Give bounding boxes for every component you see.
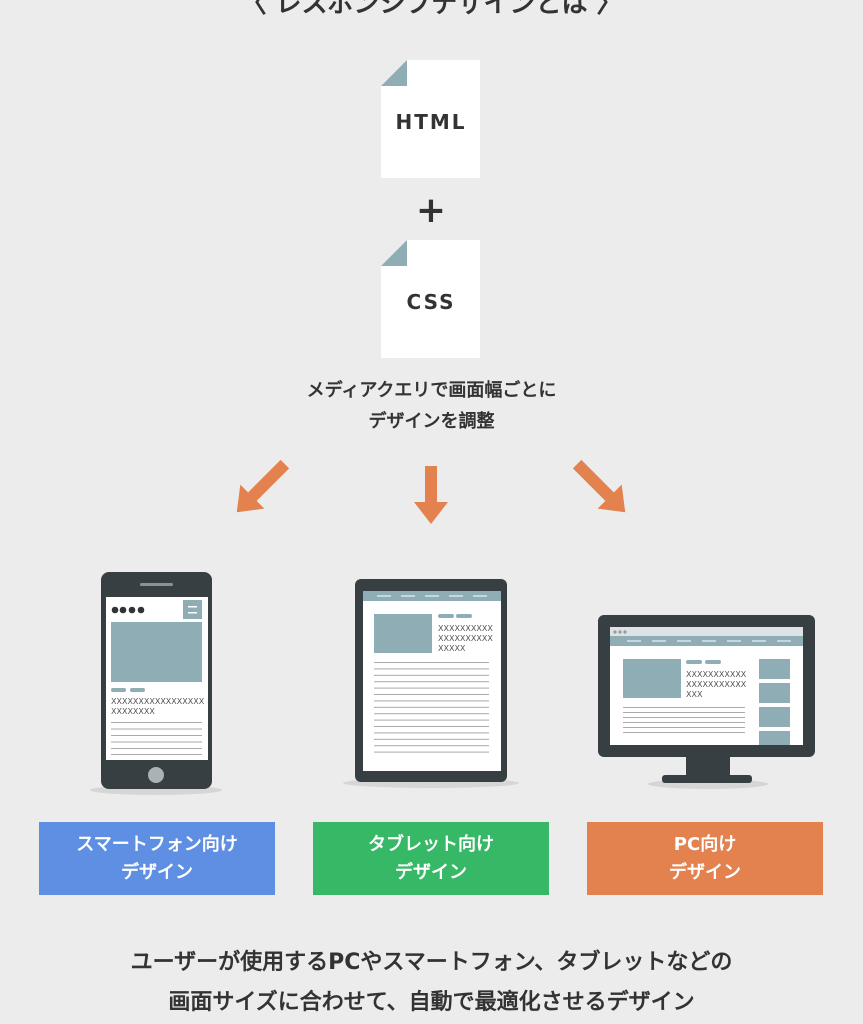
label-line1: タブレット向け (368, 833, 494, 855)
diagram-title: 〈 レスポンシブデザインとは 〉 (240, 0, 623, 19)
line (374, 751, 489, 753)
svg-text:XXXXXXXXXX: XXXXXXXXXX (438, 634, 493, 643)
description: メディアクエリで画面幅ごとに デザインを調整 (0, 375, 863, 437)
arrow-down-left-icon (236, 459, 290, 513)
arrows (236, 459, 626, 524)
line (374, 674, 489, 676)
summary: ユーザーが使用するPCやスマートフォン、タブレットなどの 画面サイズに合わせて、… (0, 943, 863, 1023)
label-pc-design: PC向け デザイン (587, 822, 823, 895)
summary-line1: ユーザーが使用するPCやスマートフォン、タブレットなどの (130, 950, 733, 975)
label-line2: デザイン (669, 861, 741, 883)
svg-text:XXXXXXXXXXXXXXXXX: XXXXXXXXXXXXXXXXX (111, 697, 205, 706)
svg-text:XXXXXXXXXX: XXXXXXXXXX (438, 624, 493, 633)
arrow-down-icon (414, 466, 448, 524)
line (374, 681, 489, 683)
label-tablet-design: タブレット向け デザイン (313, 822, 549, 895)
line (374, 726, 489, 727)
line (652, 640, 666, 642)
label-line1: PC向け (673, 833, 737, 855)
svg-text:XXXXXXXXXXX: XXXXXXXXXXX (686, 670, 747, 679)
tablet-illustration: XXXXXXXXXX XXXXXXXXXX XXXXX (343, 579, 519, 788)
svg-text:XXXXXXXX: XXXXXXXX (111, 707, 155, 716)
line (374, 700, 489, 702)
line (374, 668, 489, 670)
line (627, 640, 641, 642)
line (374, 694, 489, 695)
line (777, 640, 791, 642)
label-smartphone-design: スマートフォン向け デザイン (39, 822, 275, 895)
label-line2: デザイン (121, 861, 193, 883)
svg-text:XXXXX: XXXXX (438, 644, 466, 653)
line (752, 640, 766, 642)
line (374, 738, 489, 740)
line (374, 732, 489, 734)
plus-icon: + (416, 190, 446, 231)
html-label: HTML (395, 110, 466, 134)
line (374, 662, 489, 663)
summary-line2: 画面サイズに合わせて、自動で最適化させるデザイン (168, 990, 695, 1015)
svg-text:XXX: XXX (686, 690, 703, 699)
line (677, 640, 691, 642)
line (374, 713, 489, 715)
line (374, 719, 489, 721)
css-file-icon: CSS (381, 240, 480, 358)
line (702, 640, 716, 642)
html-file-icon: HTML (381, 60, 480, 178)
line (374, 745, 489, 747)
arrow-down-right-icon (572, 459, 626, 513)
line (374, 687, 489, 689)
description-line2: デザインを調整 (368, 411, 495, 432)
pc-monitor-illustration: XXXXXXXXXXX XXXXXXXXXXX XXX (598, 615, 815, 789)
label-line2: デザイン (395, 861, 467, 883)
smartphone-illustration: XXXXXXXXXXXXXXXXX XXXXXXXX (90, 572, 222, 795)
description-line1: メディアクエリで画面幅ごとに (306, 380, 557, 401)
line (374, 706, 489, 708)
css-label: CSS (407, 290, 456, 314)
svg-text:XXXXXXXXXXX: XXXXXXXXXXX (686, 680, 747, 689)
label-line1: スマートフォン向け (76, 833, 238, 855)
line (727, 640, 741, 642)
